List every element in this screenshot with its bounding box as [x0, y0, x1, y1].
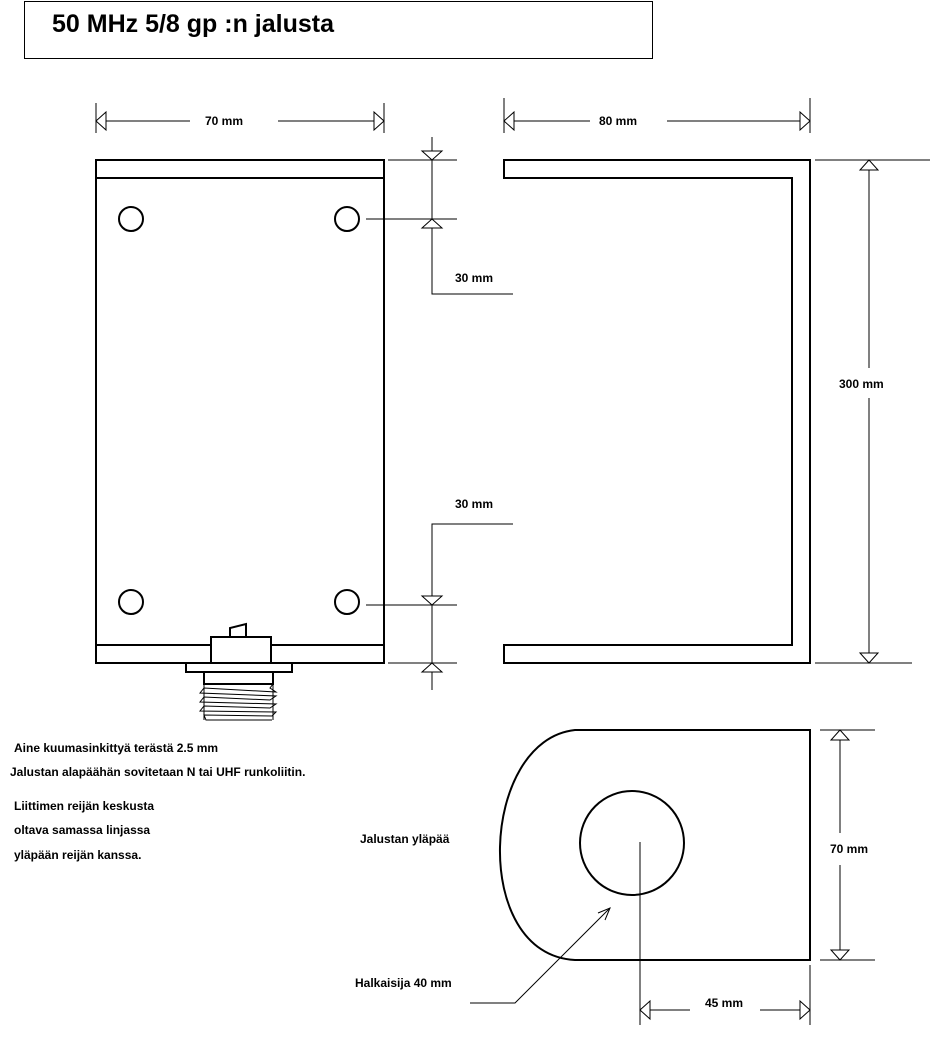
top-view-label: Jalustan yläpää [360, 832, 450, 846]
title-box [24, 1, 653, 59]
drawing-title: 50 MHz 5/8 gp :n jalusta [52, 10, 335, 38]
notes: Aine kuumasinkittyä terästä 2.5 mm Jalus… [10, 741, 305, 862]
svg-text:70 mm: 70 mm [205, 114, 243, 128]
antenna-hole [579, 790, 685, 896]
svg-text:Halkaisija 40 mm: Halkaisija 40 mm [355, 976, 452, 990]
mounting-hole [118, 589, 144, 615]
dimension-hole-center: 45 mm [639, 965, 811, 1025]
svg-text:oltava samassa linjassa: oltava samassa linjassa [14, 823, 150, 837]
svg-text:80 mm: 80 mm [599, 114, 637, 128]
svg-text:70 mm: 70 mm [830, 842, 868, 856]
svg-text:yläpään reijän kanssa.: yläpään reijän kanssa. [14, 848, 141, 862]
svg-text:Aine kuumasinkittyä terästä 2.: Aine kuumasinkittyä terästä 2.5 mm [14, 741, 218, 755]
top-view [498, 729, 811, 1025]
diameter-leader: Halkaisija 40 mm [355, 907, 611, 1004]
mounting-hole [334, 206, 360, 232]
dimension-plate-width: 70 mm [95, 103, 385, 133]
svg-text:300 mm: 300 mm [839, 377, 884, 391]
svg-text:30 mm: 30 mm [455, 497, 493, 511]
svg-text:45 mm: 45 mm [705, 996, 743, 1010]
side-profile [503, 159, 811, 664]
mounting-hole [334, 589, 360, 615]
svg-text:30 mm: 30 mm [455, 271, 493, 285]
svg-text:Liittimen reijän keskusta: Liittimen reijän keskusta [14, 799, 154, 813]
dimension-height: 300 mm [815, 159, 930, 664]
dimension-profile-width: 80 mm [503, 98, 811, 133]
dimension-hole-offsets: 30 mm 30 mm [366, 137, 513, 690]
mounting-hole [118, 206, 144, 232]
dimension-top-width: 70 mm [820, 729, 875, 961]
coax-connector [185, 622, 293, 721]
svg-text:Jalustan alapäähän sovitetaan: Jalustan alapäähän sovitetaan N tai UHF … [10, 765, 305, 779]
front-plate [95, 159, 385, 664]
